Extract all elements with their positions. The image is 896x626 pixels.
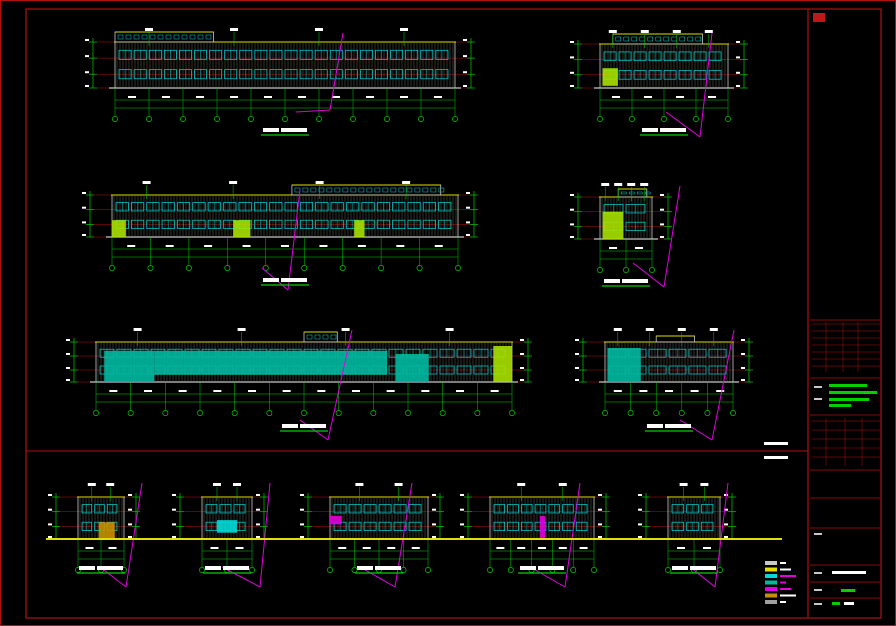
drawing-title-bar [832,571,866,574]
note-bar-1 [764,442,788,445]
legend-swatch [765,574,777,578]
title-stamp-green-1 [829,384,867,387]
small-elevation-5 [638,482,736,588]
elevation-1 [85,28,475,136]
legend-label [780,562,786,564]
legend-label [780,581,786,584]
small-elevation-4 [460,482,610,588]
small-elevation-3 [300,482,444,588]
company-logo-icon [813,13,825,22]
legend-label [780,594,796,597]
legend-swatch [765,567,777,572]
note-bar-2 [764,456,788,459]
title-block [810,13,880,605]
small-elevation-2 [172,482,271,588]
title-stamp-green-3 [829,398,869,401]
material-legend [765,561,796,604]
small-elevation-1 [48,482,143,588]
legend-swatch [765,600,777,604]
inner-frame [25,8,882,619]
elevation-2 [570,30,748,138]
elevation-6 [575,328,753,441]
elevation-5 [66,328,532,441]
legend-swatch [765,580,777,585]
legend-label [780,568,791,571]
legend-label [780,575,796,577]
legend-swatch [765,587,777,591]
legend-swatch [765,561,777,565]
elevation-3 [82,181,478,291]
legend-swatch [765,593,777,598]
legend-label [780,601,786,603]
title-stamp-green-4 [829,404,851,407]
title-stamp-green-2 [829,391,877,394]
legend-label [780,588,791,590]
elevation-4 [570,183,681,288]
